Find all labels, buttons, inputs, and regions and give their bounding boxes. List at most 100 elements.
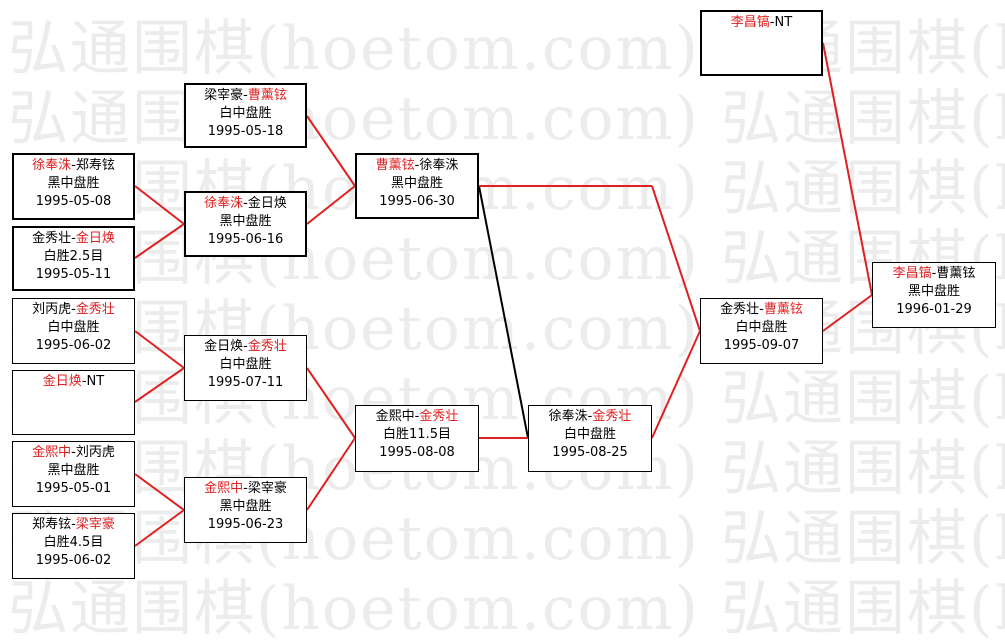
matchup-row: 金日焕-金秀壮: [185, 338, 306, 356]
winner-connector-line: [306, 367, 356, 439]
result-text: 白胜11.5目: [383, 427, 451, 442]
black-player-name: 金秀壮: [32, 231, 72, 246]
result-text: 黑中盘胜: [219, 499, 272, 514]
matchup-row: 李昌镐-曹薰铉: [873, 265, 995, 283]
white-player-name: 金日焕: [247, 196, 287, 211]
versus-dash: -: [587, 409, 593, 424]
versus-dash: -: [414, 158, 420, 173]
match-date: 1995-09-07: [723, 338, 800, 353]
match-date: 1995-05-08: [35, 194, 112, 209]
result-text: 黑中盘胜: [219, 214, 272, 229]
winner-connector-line: [134, 185, 185, 225]
versus-dash: -: [243, 196, 248, 211]
versus-dash: -: [71, 158, 76, 173]
versus-dash: -: [243, 481, 248, 496]
match-box[interactable]: 金熙中-梁宰豪黑中盘胜 1995-06-23: [184, 477, 307, 543]
match-box[interactable]: 金日焕-金秀壮白中盘胜 1995-07-11: [184, 335, 307, 401]
black-player-name: 刘丙虎: [32, 302, 72, 317]
result-text: 黑中盘胜: [390, 176, 443, 191]
white-player-name: 曹薰铉: [763, 302, 803, 317]
match-date: 1995-08-25: [552, 445, 628, 460]
black-player-name: 金熙中: [32, 445, 72, 460]
result-text: 白中盘胜: [47, 320, 100, 335]
matchup-row: 金日焕-NT: [13, 373, 134, 391]
winner-connector-line: [134, 223, 185, 259]
versus-dash: -: [71, 445, 76, 460]
matchup-row: 李昌镐-NT: [702, 14, 821, 32]
match-box[interactable]: 李昌镐-NT: [700, 10, 823, 76]
white-player-name: 金秀壮: [592, 409, 632, 424]
winner-connector-line: [306, 185, 356, 225]
white-player-name: 刘丙虎: [75, 445, 115, 460]
matchup-row: 刘丙虎-金秀壮: [13, 301, 134, 319]
matchup-row: 徐奉洙-金秀壮: [529, 408, 651, 426]
versus-dash: -: [71, 231, 76, 246]
match-date: 1995-06-23: [207, 517, 284, 532]
match-date: 1995-06-02: [35, 553, 112, 568]
black-player-name: 徐奉洙: [204, 196, 244, 211]
winner-connector-line: [134, 367, 185, 403]
match-date: 1996-01-29: [896, 302, 972, 317]
black-player-name: 金日焕: [204, 339, 244, 354]
matchup-row: 曹薰铉-徐奉洙: [357, 157, 477, 175]
match-date: 1995-07-11: [207, 375, 284, 390]
matchup-row: 金熙中-梁宰豪: [185, 480, 306, 498]
versus-dash: -: [71, 517, 76, 532]
match-date: 1995-06-02: [35, 338, 112, 353]
black-player-name: 徐奉洙: [548, 409, 588, 424]
winner-connector-line: [306, 115, 356, 187]
black-player-name: 金秀壮: [720, 302, 760, 317]
white-player-name: 金秀壮: [75, 302, 115, 317]
versus-dash: -: [931, 266, 937, 281]
match-date: 1995-05-11: [35, 267, 112, 282]
versus-dash: -: [759, 302, 764, 317]
white-player-name: 梁宰豪: [75, 517, 115, 532]
winner-connector-line: [134, 509, 185, 547]
black-player-name: 曹薰铉: [375, 158, 415, 173]
match-date: 1995-05-18: [207, 124, 284, 139]
white-player-name: 徐奉洙: [419, 158, 459, 173]
winner-connector-line: [822, 42, 873, 296]
result-text: 白中盘胜: [563, 427, 616, 442]
white-player-name: 郑寿铉: [75, 158, 115, 173]
winner-connector-line: [134, 330, 185, 369]
result-text: 白中盘胜: [219, 357, 272, 372]
white-player-name: NT: [774, 15, 793, 30]
black-player-name: 李昌镐: [730, 15, 770, 30]
black-player-name: 徐奉洙: [32, 158, 72, 173]
winner-connector-line: [651, 185, 701, 332]
match-box[interactable]: 徐奉洙-郑寿铉黑中盘胜 1995-05-08: [12, 153, 135, 220]
black-player-name: 金日焕: [42, 374, 82, 389]
result-text: 黑中盘胜: [907, 284, 960, 299]
white-player-name: 金秀壮: [419, 409, 459, 424]
match-date: 1995-06-30: [379, 194, 455, 209]
loser-connector-line: [478, 185, 529, 439]
match-box[interactable]: 金日焕-NT: [12, 370, 135, 435]
black-player-name: 郑寿铉: [32, 517, 72, 532]
result-text: 白中盘胜: [219, 106, 272, 121]
matchup-row: 金熙中-刘丙虎: [13, 444, 134, 462]
white-player-name: 曹薰铉: [936, 266, 976, 281]
result-text: 黑中盘胜: [47, 176, 100, 191]
white-player-name: 曹薰铉: [247, 88, 287, 103]
bracket-connectors: [134, 42, 873, 547]
match-date: 1995-05-01: [35, 481, 112, 496]
black-player-name: 金熙中: [204, 481, 244, 496]
matchup-row: 金熙中-金秀壮: [356, 408, 478, 426]
matchup-row: 金秀壮-金日焕: [14, 230, 133, 248]
black-player-name: 李昌镐: [892, 266, 932, 281]
winner-connector-line: [822, 294, 873, 332]
matchup-row: 徐奉洙-金日焕: [186, 195, 305, 213]
versus-dash: -: [71, 302, 76, 317]
